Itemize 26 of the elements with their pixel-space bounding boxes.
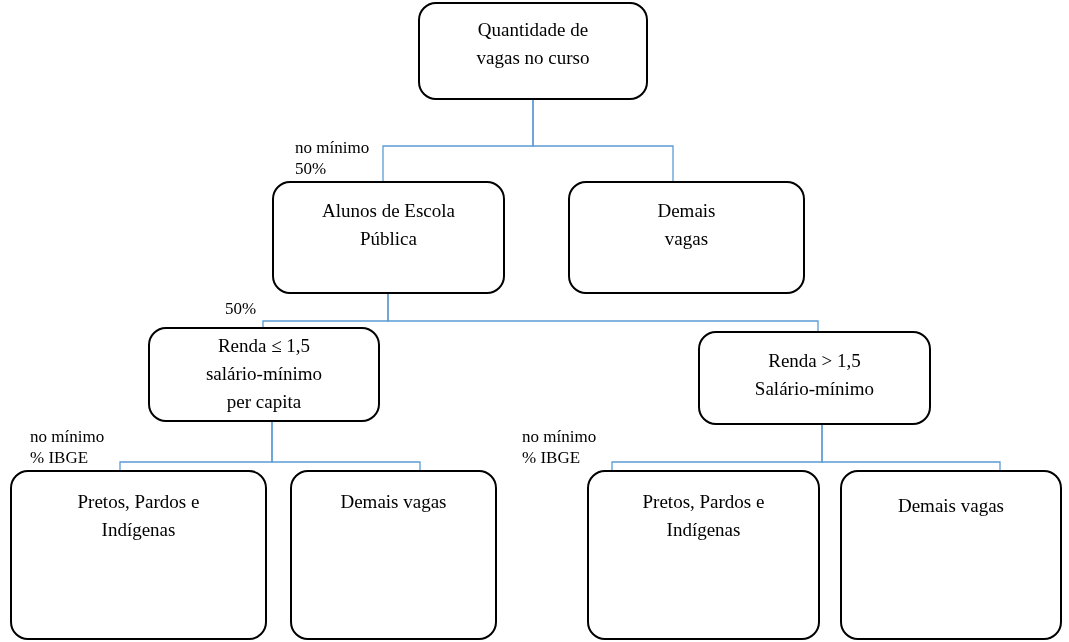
node-text: Renda ≤ 1,5 salário-mínimo per capita bbox=[204, 334, 324, 414]
edge-label: 50% bbox=[225, 298, 258, 319]
node-text: Quantidade de vagas no curso bbox=[475, 18, 591, 70]
process-box bbox=[290, 470, 497, 640]
process-box bbox=[148, 327, 380, 422]
node-text: Renda > 1,5 Salário-mínimo bbox=[753, 349, 876, 401]
edge-label: no mínimo % IBGE bbox=[30, 426, 106, 468]
node-text: Demais vagas bbox=[656, 199, 717, 251]
process-box bbox=[418, 2, 648, 100]
process-box bbox=[840, 470, 1062, 640]
node-text: Pretos, Pardos e Indígenas bbox=[76, 490, 201, 542]
connector-line bbox=[821, 424, 1001, 471]
connector-line bbox=[532, 99, 674, 182]
node-text: Pretos, Pardos e Indígenas bbox=[641, 490, 766, 542]
process-box bbox=[10, 470, 267, 640]
node-text: Demais vagas bbox=[897, 494, 1005, 518]
process-box bbox=[587, 470, 820, 640]
connector-line bbox=[387, 293, 819, 332]
process-box bbox=[272, 181, 505, 294]
node-text: Demais vagas bbox=[340, 490, 447, 514]
process-box bbox=[698, 331, 931, 425]
process-box bbox=[568, 181, 805, 294]
edge-label: no mínimo 50% bbox=[295, 137, 371, 179]
connector-line bbox=[271, 421, 421, 471]
edge-label: no mínimo % IBGE bbox=[522, 426, 598, 468]
node-text: Alunos de Escola Pública bbox=[321, 199, 456, 251]
